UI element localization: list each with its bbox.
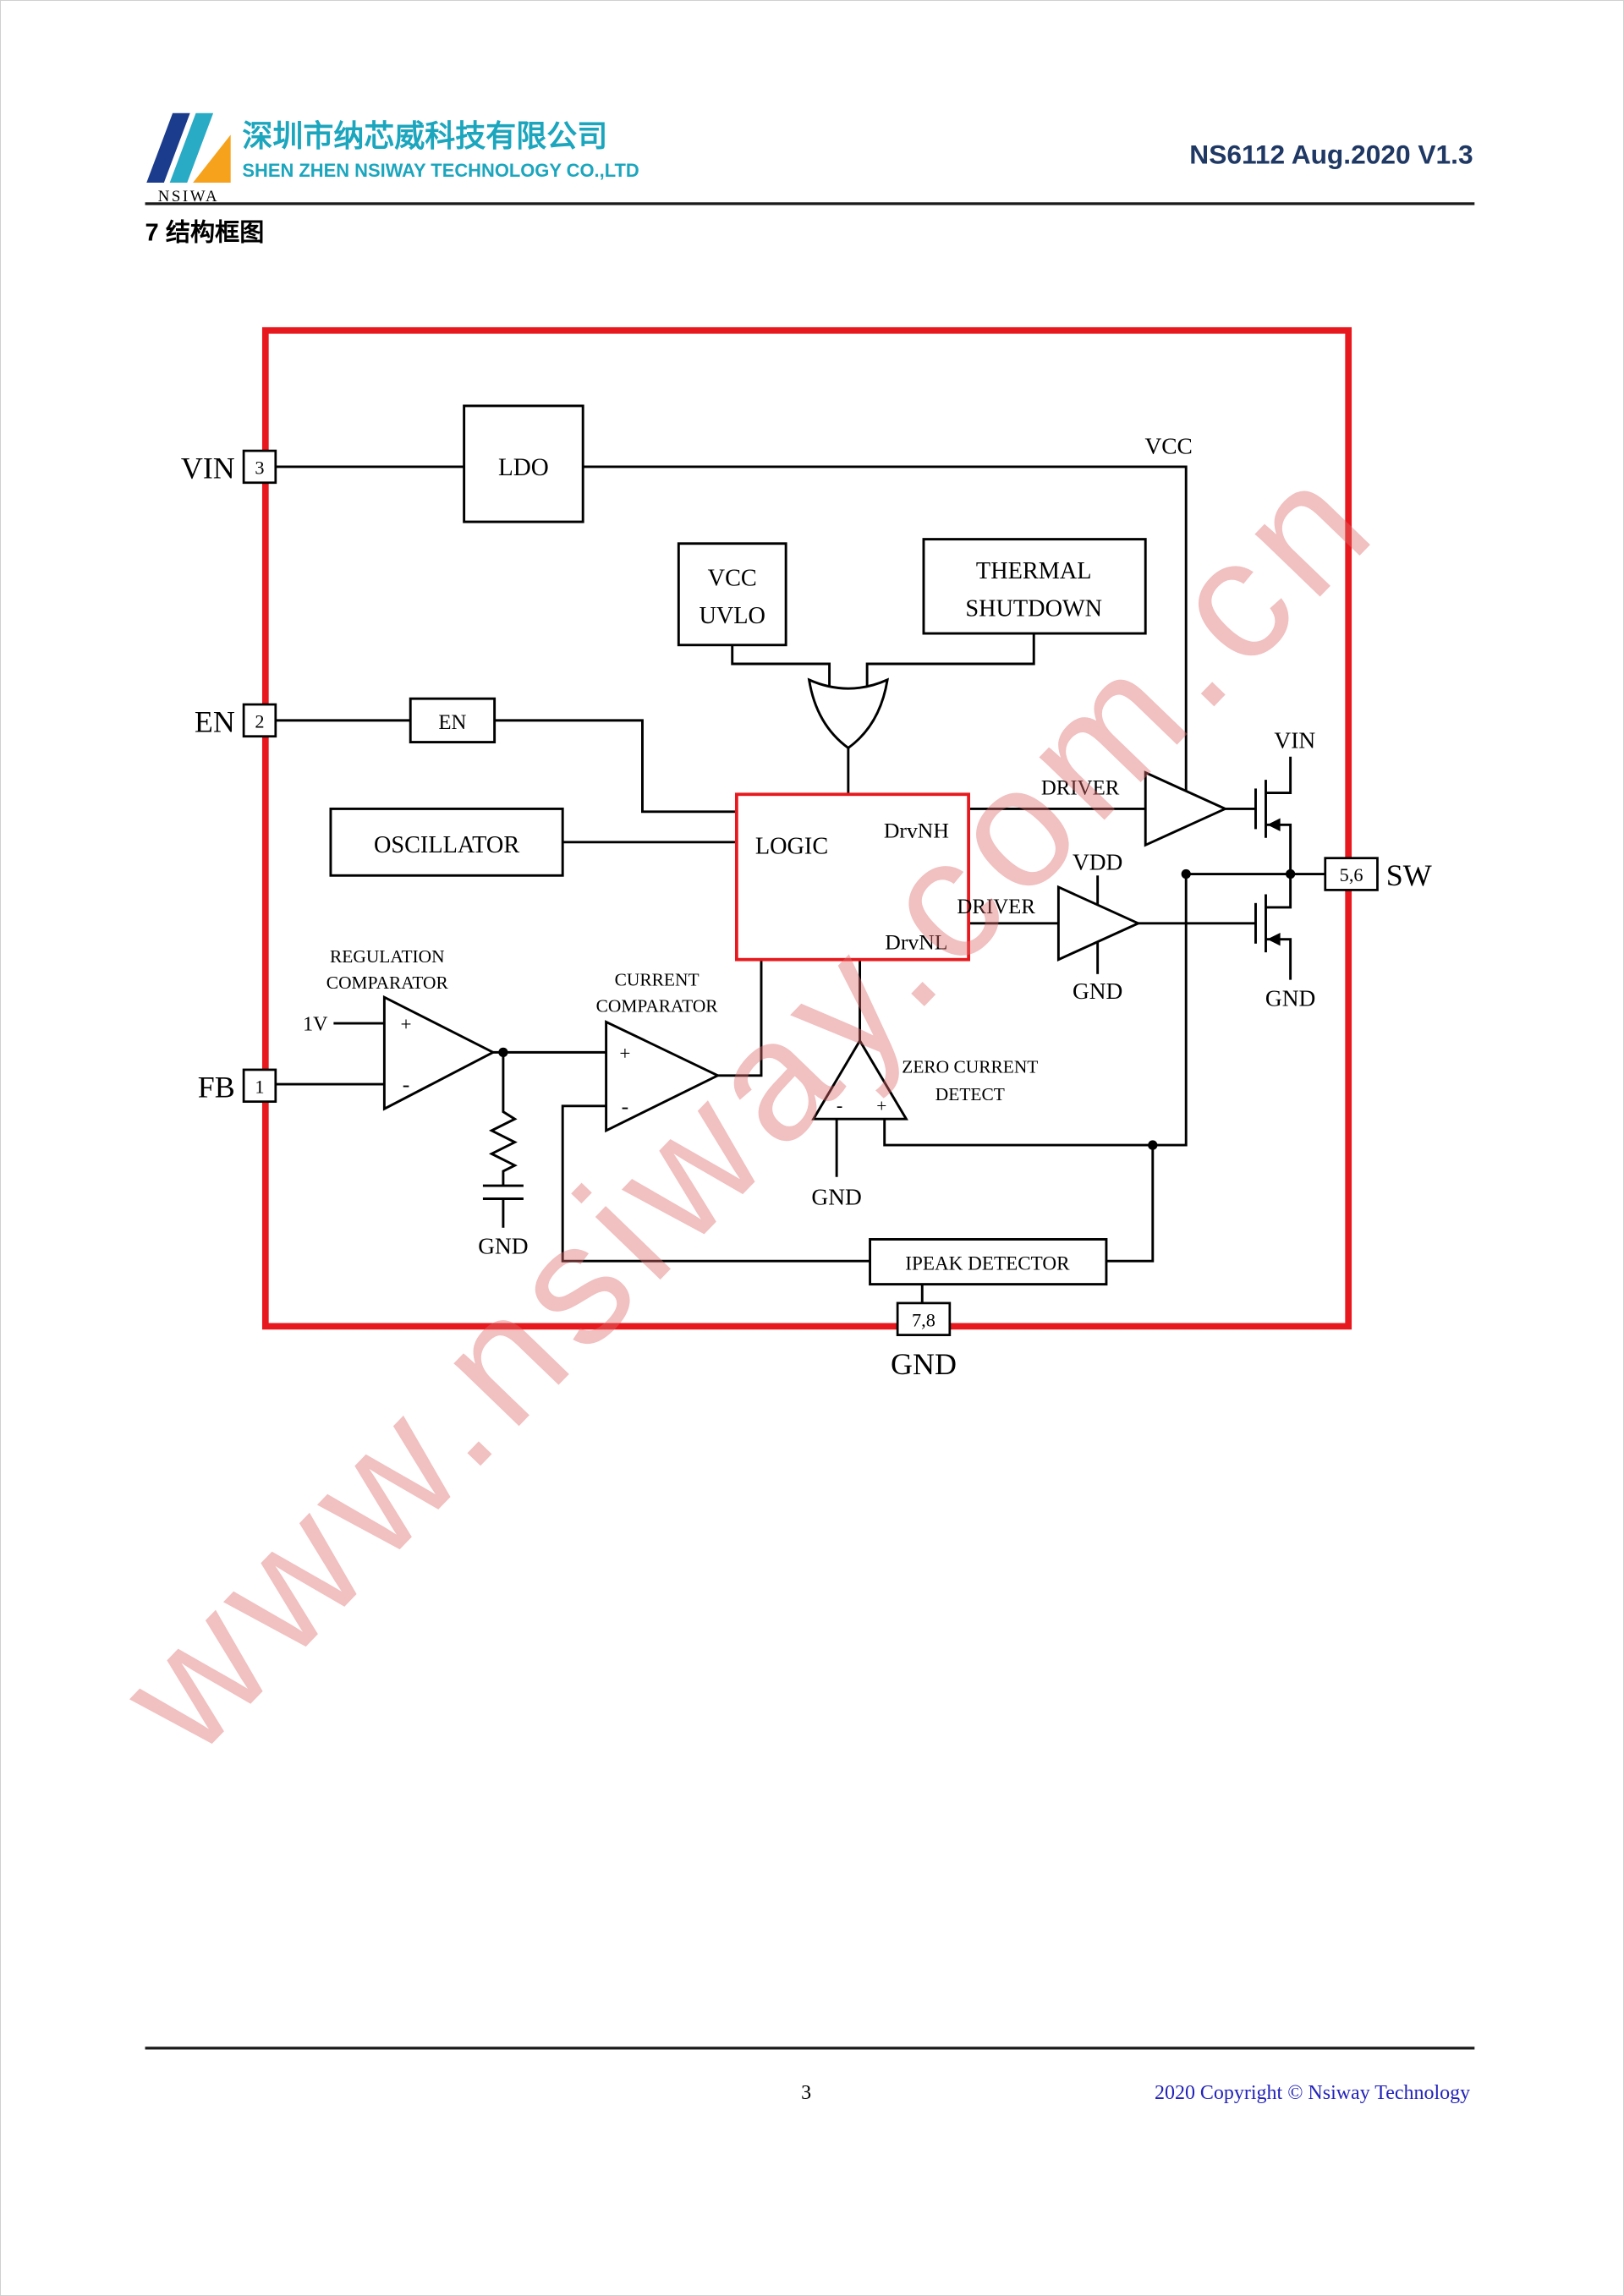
current-comparator-triangle xyxy=(605,1020,721,1133)
driver-low-label: DRIVER xyxy=(957,896,1035,918)
ref-1v-label: 1V xyxy=(303,1014,328,1036)
ldo-label: LDO xyxy=(498,454,549,481)
ipeak-detector-block: IPEAK DETECTOR xyxy=(869,1238,1108,1286)
zero-current-detect-label-2: DETECT xyxy=(935,1084,1005,1104)
pin-vin-label: VIN xyxy=(181,452,235,485)
wire-curcomp-out xyxy=(710,959,763,1077)
drvnl-label: DrvNL xyxy=(885,930,947,955)
drvnh-label: DrvNH xyxy=(884,819,949,843)
company-logo: NSIWA xyxy=(146,112,231,205)
logic-block: LOGIC DrvNH DrvNL xyxy=(734,792,970,962)
plus-sign: + xyxy=(619,1043,630,1065)
minus-sign: - xyxy=(622,1093,629,1118)
pin-fb-number: 1 xyxy=(255,1076,264,1097)
vin-fet-label: VIN xyxy=(1274,727,1315,753)
pin-vin: VIN 3 xyxy=(181,449,277,485)
company-name-en: SHEN ZHEN NSIWAY TECHNOLOGY CO.,LTD xyxy=(242,160,639,181)
svg-text:EN: EN xyxy=(438,711,466,734)
wire-curcomp-minus xyxy=(561,1104,870,1263)
pin-fb: FB 1 xyxy=(198,1068,277,1104)
wire-uvlo-or xyxy=(731,644,831,699)
logo-text: NSIWA xyxy=(158,188,220,205)
vdd-label: VDD xyxy=(1073,849,1122,874)
copyright: 2020 Copyright © Nsiway Technology xyxy=(1155,2082,1470,2104)
zero-current-detect-triangle xyxy=(811,1038,908,1121)
thermal-shutdown-block: THERMAL SHUTDOWN xyxy=(922,538,1147,635)
pin-vin-number: 3 xyxy=(255,457,264,478)
junction-dot xyxy=(1181,869,1191,879)
wire-ldo-vcc-driver xyxy=(583,465,1188,806)
wire-zcd-sense xyxy=(883,874,1188,1147)
resistor-symbol xyxy=(488,1052,518,1186)
junction-dot xyxy=(1285,869,1296,879)
svg-text:VCC: VCC xyxy=(708,565,757,591)
logo-triangle-orange xyxy=(193,134,231,183)
mosfet-arrow-icon xyxy=(1267,818,1281,831)
wire-thermal-or xyxy=(865,633,1035,699)
vcc-label: VCC xyxy=(1144,433,1192,458)
svg-text:OSCILLATOR: OSCILLATOR xyxy=(374,832,519,858)
current-comparator-label-2: COMPARATOR xyxy=(596,995,719,1016)
driver-high-triangle xyxy=(1144,770,1229,847)
mosfet-low-side xyxy=(1254,874,1292,980)
junction-dot xyxy=(498,1047,508,1058)
logic-label: LOGIC xyxy=(755,834,828,860)
minus-sign: - xyxy=(403,1072,410,1097)
pin-fb-label: FB xyxy=(198,1071,235,1104)
pin-sw-number: 5,6 xyxy=(1340,864,1363,885)
wire-enblock-logic xyxy=(494,719,737,814)
pin-gnd-label: GND xyxy=(891,1347,957,1381)
section-title: 7 结构框图 xyxy=(145,219,265,247)
or-gate xyxy=(807,677,889,750)
driver-low-triangle xyxy=(1056,885,1142,962)
pin-en-label: EN xyxy=(195,705,235,739)
current-comparator-label-1: CURRENT xyxy=(615,970,700,990)
gnd-zcd-label: GND xyxy=(811,1184,861,1209)
zero-current-detect-label-1: ZERO CURRENT xyxy=(902,1056,1038,1077)
regulation-comparator-triangle xyxy=(382,995,497,1111)
pin-en: EN 2 xyxy=(195,703,277,739)
pin-gnd: 7,8 GND xyxy=(891,1301,957,1381)
company-name-cn: 深圳市纳芯威科技有限公司 xyxy=(242,118,607,153)
doc-reference: NS6112 Aug.2020 V1.3 xyxy=(1189,140,1473,170)
pin-sw-label: SW xyxy=(1386,858,1432,892)
mosfet-high-side xyxy=(1254,756,1292,874)
vcc-uvlo-block: VCC UVLO xyxy=(677,542,787,647)
plus-sign: + xyxy=(401,1014,412,1036)
pin-gnd-number: 7,8 xyxy=(912,1309,935,1330)
driver-high-label: DRIVER xyxy=(1041,776,1120,799)
oscillator-block: OSCILLATOR xyxy=(329,807,564,877)
regulation-comparator-label-2: COMPARATOR xyxy=(326,973,449,993)
gnd-rc-label: GND xyxy=(478,1234,528,1259)
junction-dot xyxy=(1148,1140,1158,1150)
diagram-wires xyxy=(275,465,1325,1303)
svg-text:UVLO: UVLO xyxy=(699,603,765,629)
regulation-comparator-label-1: REGULATION xyxy=(330,946,445,967)
pin-sw: 5,6 SW xyxy=(1324,857,1432,892)
logo-stripe-blue xyxy=(146,112,190,183)
minus-sign: - xyxy=(837,1095,842,1116)
page-number: 3 xyxy=(801,2082,811,2104)
mosfet-arrow-icon xyxy=(1267,932,1281,946)
plus-sign: + xyxy=(876,1096,886,1116)
capacitor-symbol xyxy=(482,1184,524,1228)
diagram-border xyxy=(261,326,1352,1330)
pin-en-number: 2 xyxy=(255,710,264,732)
ldo-block: LDO xyxy=(463,404,584,523)
svg-text:IPEAK DETECTOR: IPEAK DETECTOR xyxy=(905,1252,1070,1274)
logo-stripe-cyan xyxy=(169,112,214,183)
gnd-driver-label: GND xyxy=(1073,978,1122,1004)
en-block: EN xyxy=(409,697,497,744)
wire-ipeak-sense xyxy=(1106,1145,1155,1263)
gnd-fet-label: GND xyxy=(1265,986,1315,1011)
page-header: NSIWA 深圳市纳芯威科技有限公司 SHEN ZHEN NSIWAY TECH… xyxy=(145,112,1475,205)
svg-text:THERMAL: THERMAL xyxy=(976,558,1092,584)
svg-text:SHUTDOWN: SHUTDOWN xyxy=(965,595,1102,622)
page-footer: 3 2020 Copyright © Nsiway Technology xyxy=(145,2047,1475,2104)
